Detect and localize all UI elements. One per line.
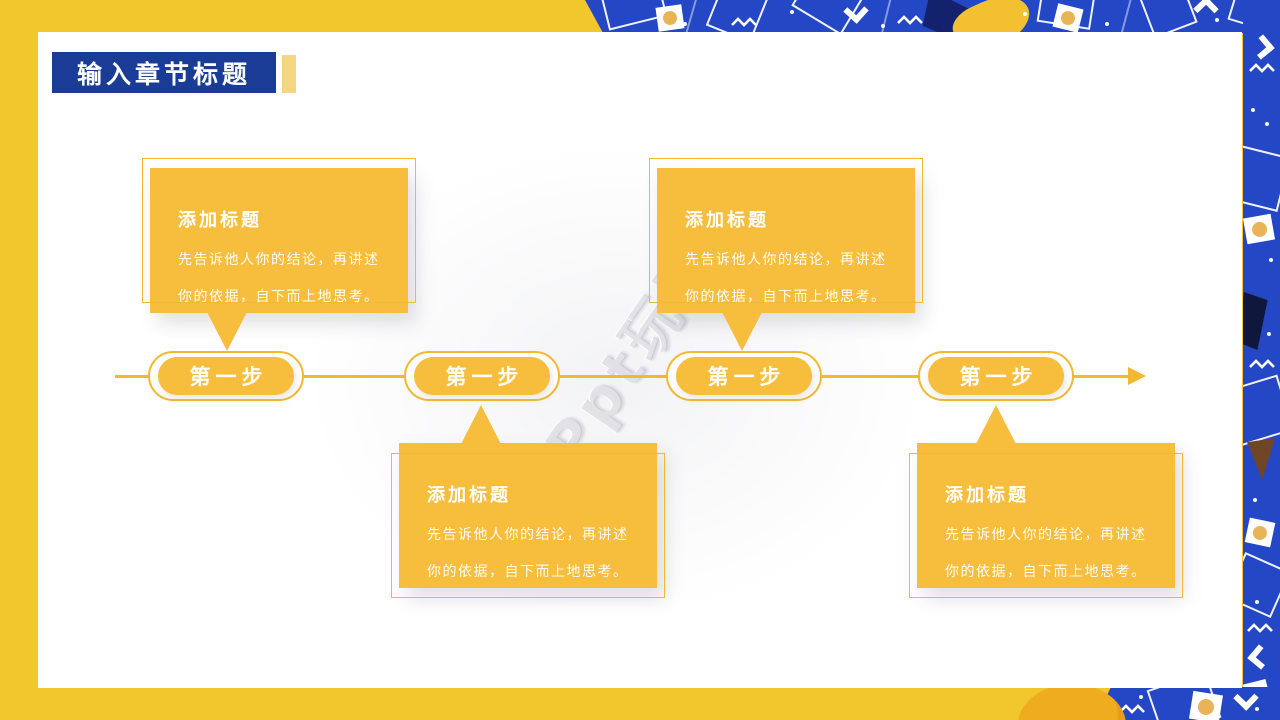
step-label: 第一步 xyxy=(707,365,786,389)
section-title-text: 输入章节标题 xyxy=(76,59,251,89)
callout-body-line: 你的依据，自下而上地思考。 xyxy=(685,289,887,305)
pattern-dot xyxy=(1105,22,1109,26)
pattern-zigzag-icon xyxy=(1119,704,1145,714)
pattern-zigzag-icon xyxy=(1247,623,1273,633)
pattern-dot xyxy=(1255,707,1259,711)
photo-background-corner xyxy=(1095,687,1280,720)
callout-body-line: 先告诉他人你的结论，再讲述 xyxy=(945,527,1147,543)
photo-background-right xyxy=(1243,0,1280,720)
pattern-chevron-icon xyxy=(1249,34,1275,60)
pattern-square-outline xyxy=(1243,144,1280,212)
callout-tail xyxy=(207,312,247,351)
slide-content-area: 输入章节标题 Ppt玩园 第一步 第一步 第一步 第一步 添加标题 xyxy=(38,32,1242,688)
callout-box-3[interactable]: 添加标题 先告诉他人你的结论，再讲述 你的依据，自下而上地思考。 xyxy=(649,158,923,351)
callout-box-4[interactable]: 添加标题 先告诉他人你的结论，再讲述 你的依据，自下而上地思考。 xyxy=(909,405,1183,598)
pencil-dark xyxy=(1243,292,1268,350)
pattern-square-filled xyxy=(655,4,685,32)
callout-body-line: 先告诉他人你的结论，再讲述 xyxy=(178,252,380,268)
callout-body: 先告诉他人你的结论，再讲述 你的依据，自下而上地思考。 xyxy=(427,517,639,591)
callout-body-line: 你的依据，自下而上地思考。 xyxy=(178,289,380,305)
callout-body-line: 你的依据，自下而上地思考。 xyxy=(945,564,1147,580)
pattern-zigzag-icon xyxy=(897,15,923,25)
pattern-dot xyxy=(1139,695,1143,699)
step-label: 第一步 xyxy=(959,365,1038,389)
pattern-dot xyxy=(1255,600,1259,604)
callout-title: 添加标题 xyxy=(945,485,1029,506)
pencil-tip-brown xyxy=(1247,438,1275,480)
balloon-photo-object xyxy=(1018,684,1126,720)
section-title-badge[interactable]: 输入章节标题 xyxy=(52,52,276,93)
step-pill-2[interactable]: 第一步 xyxy=(414,357,550,395)
section-title-accent-bar xyxy=(282,55,296,93)
pattern-dot xyxy=(683,22,687,26)
pattern-dot xyxy=(881,24,885,28)
pattern-square-outline xyxy=(1138,0,1198,33)
pattern-dot xyxy=(1269,258,1273,262)
step-pill-1[interactable]: 第一步 xyxy=(158,357,294,395)
pattern-square-outline xyxy=(1243,551,1280,619)
callout-body-line: 先告诉他人你的结论，再讲述 xyxy=(685,252,887,268)
step-pill-3[interactable]: 第一步 xyxy=(676,357,812,395)
pattern-dot xyxy=(1253,498,1257,502)
callout-body-line: 你的依据，自下而上地思考。 xyxy=(427,564,629,580)
callout-title: 添加标题 xyxy=(427,485,511,506)
callout-title: 添加标题 xyxy=(685,210,769,231)
pattern-dot xyxy=(1023,12,1027,16)
callout-body: 先告诉他人你的结论，再讲述 你的依据，自下而上地思考。 xyxy=(178,242,390,316)
callout-tail xyxy=(722,312,762,351)
pattern-square-filled xyxy=(1188,690,1224,720)
callout-body: 先告诉他人你的结论，再讲述 你的依据，自下而上地思考。 xyxy=(945,517,1157,591)
pattern-dot xyxy=(1265,122,1269,126)
pattern-dot xyxy=(1267,332,1271,336)
pattern-dot xyxy=(1215,18,1219,22)
pattern-zigzag-icon xyxy=(1249,359,1275,369)
pattern-square-filled xyxy=(1052,3,1084,33)
timeline-arrow-icon xyxy=(1128,367,1146,385)
pattern-dot xyxy=(1251,108,1255,112)
step-label: 第一步 xyxy=(189,365,268,389)
callout-body: 先告诉他人你的结论，再讲述 你的依据，自下而上地思考。 xyxy=(685,242,897,316)
callout-tail xyxy=(461,405,501,444)
pattern-square-filled xyxy=(1243,213,1276,245)
callout-title: 添加标题 xyxy=(178,210,262,231)
callout-body-line: 先告诉他人你的结论，再讲述 xyxy=(427,527,629,543)
pattern-card-edge xyxy=(1119,0,1133,33)
callout-box-2[interactable]: 添加标题 先告诉他人你的结论，再讲述 你的依据，自下而上地思考。 xyxy=(391,405,665,598)
timeline-line xyxy=(115,375,1131,378)
photo-background-top xyxy=(585,0,1280,33)
pattern-card-edge xyxy=(683,0,699,33)
callout-box-1[interactable]: 添加标题 先告诉他人你的结论，再讲述 你的依据，自下而上地思考。 xyxy=(142,158,416,351)
pattern-card-edge xyxy=(879,0,893,33)
step-pill-4[interactable]: 第一步 xyxy=(928,357,1064,395)
pattern-square-filled xyxy=(1244,517,1276,548)
pattern-square-outline xyxy=(1243,374,1280,448)
pattern-chevron-icon xyxy=(1247,644,1273,670)
pattern-zigzag-icon xyxy=(1249,63,1275,73)
pattern-zigzag-icon xyxy=(731,17,757,27)
callout-tail xyxy=(976,405,1016,444)
step-label: 第一步 xyxy=(445,365,524,389)
pattern-dot xyxy=(790,10,794,14)
